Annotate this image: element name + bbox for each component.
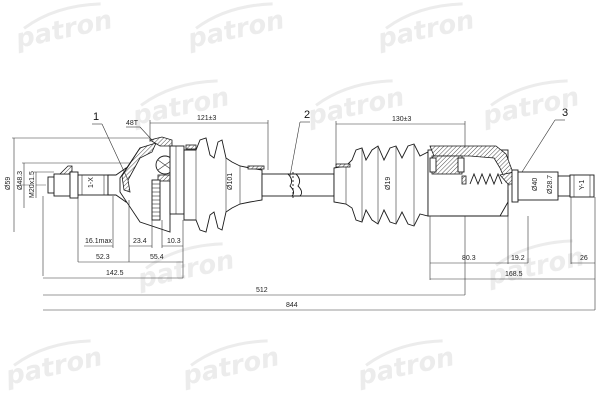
dim-52-3: 52.3 <box>78 254 129 263</box>
svg-text:patron: patron <box>304 82 407 132</box>
right-boot: Ø19 <box>333 143 429 227</box>
dim-512: 512 <box>43 287 465 296</box>
left-diameter-dimensions: Ø59 Ø48.3 M20x1.5 <box>5 137 150 232</box>
right-stub-diameter-label: Ø28.7 <box>547 175 554 194</box>
left-shaft-diameter-label: Ø101 <box>227 173 234 190</box>
svg-text:23.4: 23.4 <box>133 238 147 245</box>
callout-3: 3 <box>521 107 568 173</box>
svg-text:26: 26 <box>580 255 588 262</box>
svg-text:patron: patron <box>129 82 232 132</box>
svg-text:patron: patron <box>2 342 105 392</box>
svg-text:16.1max: 16.1max <box>85 238 112 245</box>
dim-55-4: 55.4 <box>129 254 183 263</box>
svg-text:1: 1 <box>93 111 99 123</box>
right-outer-diameter-label: Ø40 <box>532 178 539 191</box>
dim-142-5: 142.5 <box>43 270 183 279</box>
svg-text:2: 2 <box>304 109 310 121</box>
abs-ring <box>151 179 161 221</box>
svg-text:55.4: 55.4 <box>150 254 164 261</box>
svg-text:52.3: 52.3 <box>96 254 110 261</box>
callout-1: 1 <box>92 111 129 181</box>
svg-text:19.2: 19.2 <box>511 255 525 262</box>
svg-text:10.3: 10.3 <box>167 238 181 245</box>
left-stub-shaft: 1-X <box>47 165 127 203</box>
svg-text:121±3: 121±3 <box>197 115 217 122</box>
callout-2: 2 <box>289 109 310 177</box>
svg-text:844: 844 <box>286 302 298 309</box>
svg-text:patron: patron <box>12 5 115 55</box>
left-outer-diameter-label: Ø59 <box>5 177 12 190</box>
dim-844: 844 <box>43 302 595 311</box>
right-boot-length-dimension: 130±3 <box>335 116 466 166</box>
dim-23-4: 23.4 <box>129 238 152 247</box>
dim-10-3: 10.3 <box>162 238 183 247</box>
svg-text:48T: 48T <box>126 120 139 127</box>
left-boot-length-dimension: 121±3 <box>149 115 269 170</box>
svg-text:130±3: 130±3 <box>392 116 412 123</box>
svg-text:patron: patron <box>179 342 282 392</box>
dim-19-2: 19.2 <box>508 216 529 264</box>
right-stub-shaft: Ø40 Ø28.7 Y-1 <box>511 169 595 203</box>
right-shaft-diameter-label: Ø19 <box>385 177 392 190</box>
left-boot: Ø101 <box>183 137 265 233</box>
dim-80-3: 80.3 <box>430 255 508 264</box>
svg-text:168.5: 168.5 <box>505 271 523 278</box>
svg-text:512: 512 <box>256 287 268 294</box>
dim-26: 26 <box>571 255 595 264</box>
intermediate-shaft <box>261 172 335 198</box>
left-spline-label: 1-X <box>88 177 95 188</box>
extension-lines <box>42 196 596 310</box>
right-cv-joint <box>427 145 517 217</box>
left-thread-label: M20x1.5 <box>29 171 36 198</box>
dim-16-1max: 16.1max <box>84 238 113 247</box>
svg-text:3: 3 <box>562 107 568 119</box>
svg-text:patron: patron <box>354 342 457 392</box>
svg-text:patron: patron <box>184 5 287 55</box>
svg-text:patron: patron <box>484 242 587 292</box>
svg-text:patron: patron <box>374 5 477 55</box>
left-cv-joint <box>119 136 185 233</box>
left-seal-diameter-label: Ø48.3 <box>17 171 24 190</box>
right-spline-label: Y-1 <box>579 180 586 190</box>
svg-text:patron: patron <box>134 245 237 295</box>
dim-168-5: 168.5 <box>430 271 595 280</box>
svg-text:142.5: 142.5 <box>106 270 124 277</box>
svg-text:80.3: 80.3 <box>462 255 476 262</box>
